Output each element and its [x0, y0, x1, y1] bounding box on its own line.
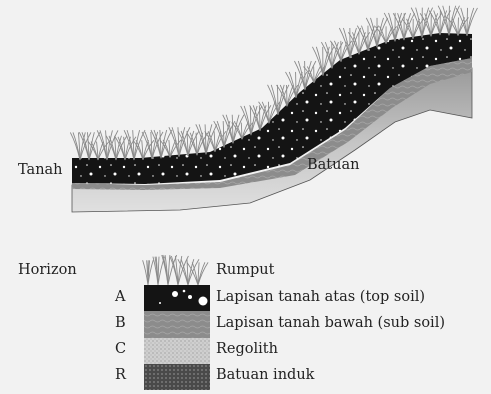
label-batuan: Batuan: [307, 157, 359, 173]
legend-label-topsoil: Lapisan tanah atas (top soil): [216, 289, 425, 305]
legend-label-rumput: Rumput: [216, 262, 274, 278]
legend-label-subsoil: Lapisan tanah bawah (sub soil): [216, 315, 445, 331]
label-tanah: Tanah: [18, 162, 63, 178]
horizon-letter-a: A: [115, 289, 125, 305]
swatch-subsoil: [144, 311, 210, 338]
label-horizon: Horizon: [18, 262, 77, 278]
legend-swatches: [143, 255, 210, 390]
swatch-regolith: [144, 338, 210, 364]
swatch-bedrock: [144, 364, 210, 390]
horizon-letter-r: R: [115, 367, 126, 383]
horizon-letter-c: C: [115, 341, 126, 357]
swatch-grass: [143, 255, 208, 285]
legend-label-bedrock: Batuan induk: [216, 367, 314, 383]
horizon-letter-b: B: [115, 315, 126, 331]
legend-label-regolith: Regolith: [216, 341, 278, 357]
